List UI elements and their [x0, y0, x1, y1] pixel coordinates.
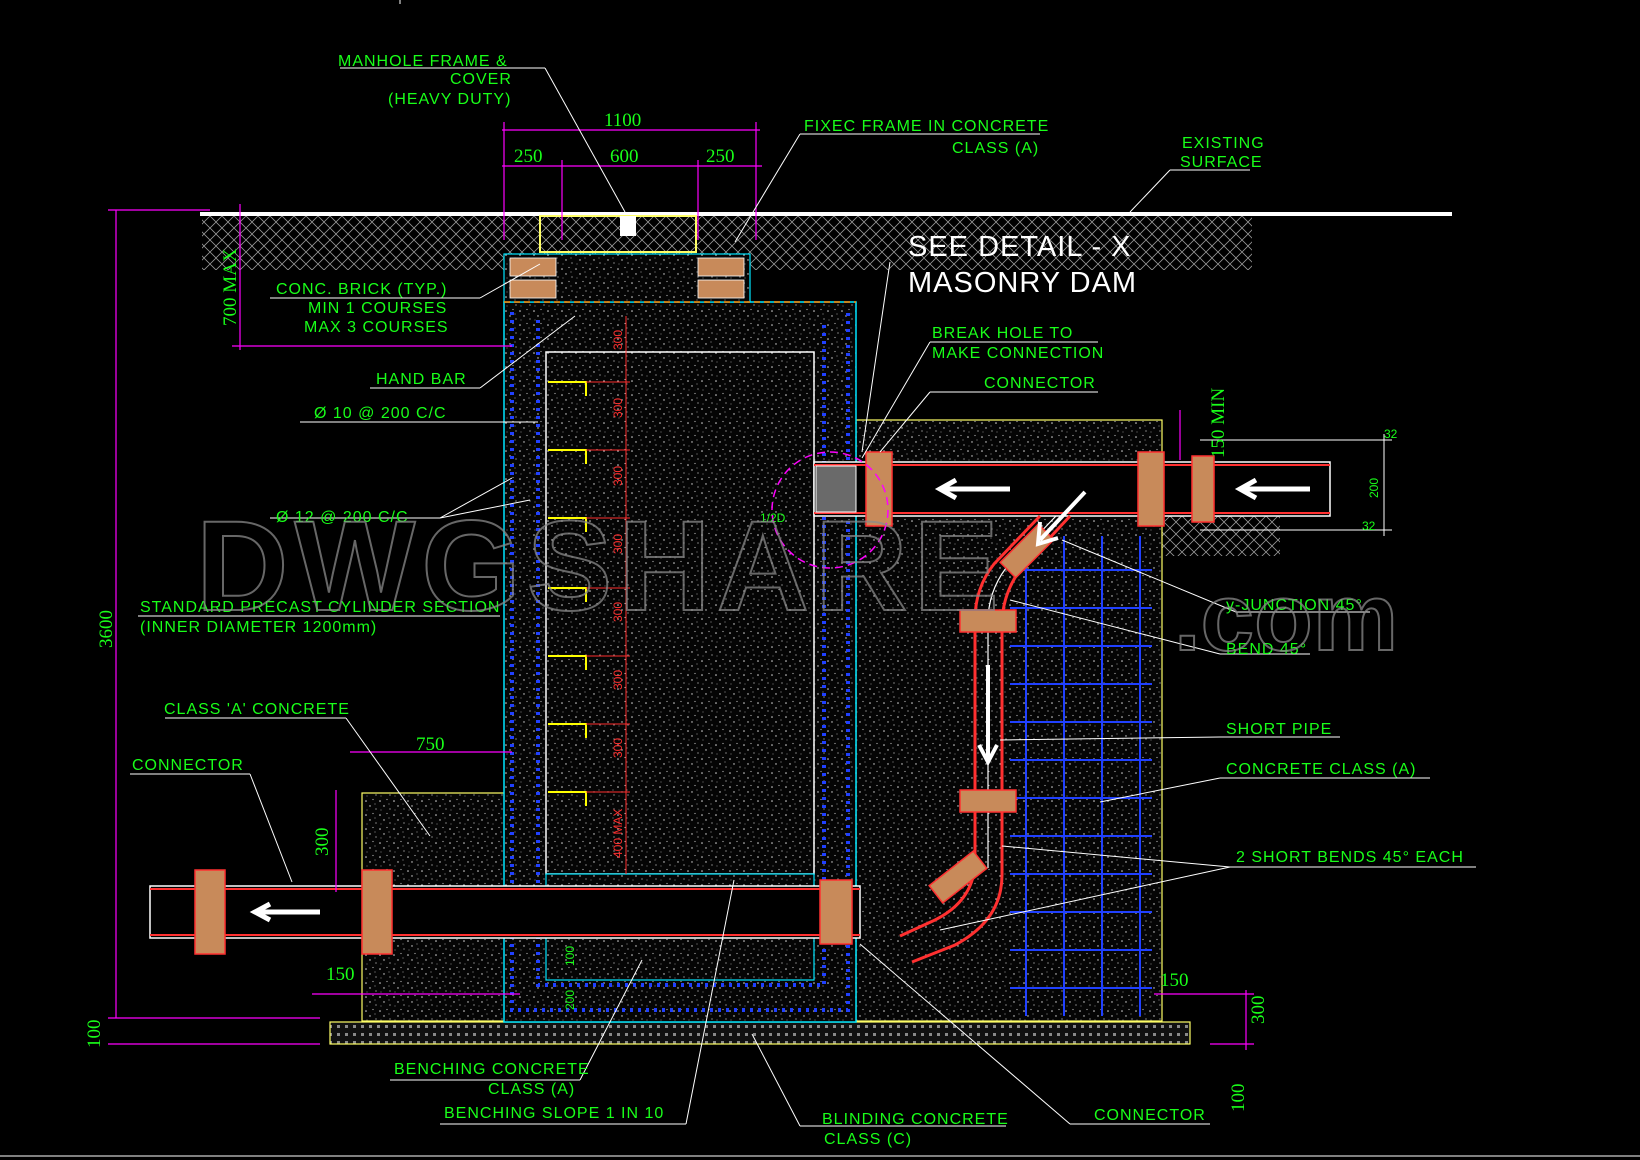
- label-y-junction: y-JUNCTION 45°: [1226, 597, 1363, 614]
- dim-250-right: 250: [706, 146, 735, 167]
- dim-150-right: 150: [1160, 970, 1189, 991]
- inlet-flow-arrow: [1234, 477, 1310, 501]
- label-rebar-12: Ø 12 @ 200 C/C: [276, 509, 409, 526]
- dim-750: 750: [416, 734, 445, 755]
- conc-brick-right: [697, 257, 745, 277]
- rung-spacing-label: 300: [611, 738, 625, 758]
- dim-100-right: 100: [1228, 1084, 1249, 1113]
- rung-spacing-label: 300: [611, 670, 625, 690]
- svg-text:(INNER DIAMETER 1200mm): (INNER DIAMETER 1200mm): [140, 619, 377, 636]
- short-bend-45: [928, 850, 988, 904]
- manhole-chamber: [545, 351, 815, 875]
- blinding-concrete: [329, 1021, 1191, 1045]
- svg-text:COVER: COVER: [450, 71, 512, 88]
- dim-300-left: 300: [312, 828, 333, 857]
- watermark-suffix: .com: [1174, 564, 1398, 671]
- label-hand-bar: HAND BAR: [376, 371, 467, 388]
- svg-text:CLASS (A): CLASS (A): [952, 140, 1039, 157]
- dim-1100: 1100: [604, 110, 641, 131]
- label-short-bends: 2 SHORT BENDS 45° EACH: [1236, 849, 1464, 866]
- rung-spacing-label: 300: [611, 330, 625, 350]
- wall-rebar: [510, 312, 850, 1012]
- detail-x-marker: [771, 451, 889, 569]
- svg-text:(HEAVY DUTY): (HEAVY DUTY): [388, 91, 511, 108]
- label-class-a-concrete: CLASS 'A' CONCRETE: [164, 701, 350, 718]
- rung-spacing-label: 300: [611, 602, 625, 622]
- outlet-flow-arrow: [249, 901, 320, 923]
- label-concrete-class-a: CONCRETE CLASS (A): [1226, 761, 1416, 778]
- label-manhole-frame: MANHOLE FRAME &: [338, 53, 508, 70]
- dim-3600: 3600: [96, 610, 117, 648]
- conc-brick-left: [509, 257, 557, 277]
- dim-250-left: 250: [514, 146, 543, 167]
- label-precast: STANDARD PRECAST CYLINDER SECTION: [140, 599, 500, 616]
- ladder-rungs: 300 300 300 300 300 300 300 400 MAX: [548, 316, 630, 874]
- dim-32-top: 32: [1384, 427, 1398, 441]
- label-see-detail-x: SEE DETAIL - X: [908, 231, 1132, 263]
- short-pipe-socket: [959, 789, 1017, 813]
- svg-text:MAKE CONNECTION: MAKE CONNECTION: [932, 345, 1104, 362]
- half-d-label: 1/2D: [760, 511, 786, 525]
- label-benching-concrete: BENCHING CONCRETE: [394, 1061, 590, 1078]
- dim-100-bench: 100: [563, 946, 577, 966]
- cover-lifting-key: [620, 216, 636, 236]
- dimension-lines: [108, 122, 1392, 1050]
- dim-100-left: 100: [84, 1020, 105, 1049]
- svg-text:CLASS (A): CLASS (A): [488, 1081, 575, 1098]
- rung-spacing-label: 300: [611, 534, 625, 554]
- rung-last-label: 400 MAX: [611, 809, 625, 858]
- label-connector-left: CONNECTOR: [132, 757, 244, 774]
- bend-45: [959, 609, 1017, 633]
- rung-spacing-label: 300: [611, 398, 625, 418]
- label-blinding-concrete: BLINDING CONCRETE: [822, 1111, 1009, 1128]
- drop-flow-arrow: [977, 665, 999, 767]
- dim-600: 600: [610, 146, 639, 167]
- dim-150-min: 150 MIN: [1208, 388, 1229, 458]
- watermark-main: DWGSHARE: [196, 495, 1005, 638]
- label-benching-slope: BENCHING SLOPE 1 IN 10: [444, 1105, 664, 1122]
- leader-lines: [130, 67, 1476, 1127]
- label-rebar-10: Ø 10 @ 200 C/C: [314, 405, 447, 422]
- label-short-pipe: SHORT PIPE: [1226, 721, 1332, 738]
- drop-pipe: [899, 514, 1042, 938]
- label-break-hole: BREAK HOLE TO: [932, 325, 1073, 342]
- dim-200-bench: 200: [563, 990, 577, 1010]
- manhole-frame-cover: [539, 215, 697, 253]
- svg-text:SURFACE: SURFACE: [1180, 154, 1263, 171]
- dim-300-right: 300: [1248, 996, 1269, 1025]
- label-conc-brick: CONC. BRICK (TYP.): [276, 281, 448, 298]
- dim-200-pipe: 200: [1367, 478, 1381, 498]
- dim-150-left: 150: [326, 964, 355, 985]
- label-connector-top: CONNECTOR: [984, 375, 1096, 392]
- left-connector: [194, 869, 226, 955]
- dim-32-bot: 32: [1362, 519, 1376, 533]
- label-existing-surface: EXISTING: [1182, 135, 1265, 152]
- dim-700-max: 700 MAX: [220, 248, 241, 326]
- rung-spacing-label: 300: [611, 466, 625, 486]
- label-connector-bottom: CONNECTOR: [1094, 1107, 1206, 1124]
- masonry-dam: [815, 465, 857, 513]
- label-bend: BEND 45°: [1226, 641, 1307, 658]
- svg-text:CLASS (C): CLASS (C): [824, 1131, 912, 1148]
- wall-rebar-inner: [536, 320, 826, 987]
- rebar-grid: [1010, 536, 1152, 1016]
- bottom-connector: [819, 879, 853, 945]
- svg-text:MAX 3 COURSES: MAX 3 COURSES: [304, 319, 449, 336]
- label-fixec-frame: FIXEC FRAME IN CONCRETE: [804, 118, 1049, 135]
- svg-text:MIN 1 COURSES: MIN 1 COURSES: [308, 300, 447, 317]
- label-masonry-dam: MASONRY DAM: [908, 267, 1137, 299]
